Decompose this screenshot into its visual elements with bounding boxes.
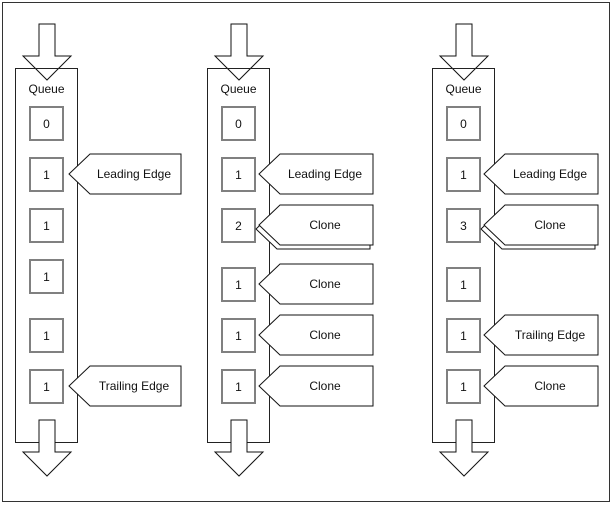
outflow-arrow-column-3 (434, 418, 494, 478)
callout-label: Clone (309, 379, 341, 393)
callout-leading-edge[interactable]: Leading Edge (483, 153, 599, 195)
queue-cell[interactable]: 0 (221, 106, 256, 141)
queue-cell[interactable]: 1 (29, 369, 64, 404)
callout-clone[interactable]: Clone (258, 314, 374, 356)
queue-label-column-2: Queue (220, 82, 257, 96)
cell-value: 1 (235, 328, 242, 343)
queue-cell[interactable]: 2 (221, 208, 256, 243)
cell-value: 1 (43, 167, 50, 182)
cell-value: 1 (43, 269, 50, 284)
queue-cell[interactable]: 1 (446, 369, 481, 404)
callout-clone[interactable]: Clone (258, 365, 374, 407)
queue-cell[interactable]: 1 (221, 157, 256, 192)
queue-cell[interactable]: 1 (446, 157, 481, 192)
cell-value: 1 (43, 379, 50, 394)
queue-cell[interactable]: 1 (29, 318, 64, 353)
callout-clone[interactable]: Clone (258, 263, 374, 305)
callout-label: Trailing Edge (98, 379, 170, 393)
callout-clone[interactable]: Clone (255, 204, 374, 250)
queue-cell[interactable]: 1 (221, 267, 256, 302)
cell-value: 1 (235, 277, 242, 292)
queue-cell[interactable]: 3 (446, 208, 481, 243)
cell-value: 1 (460, 328, 467, 343)
callout-clone[interactable]: Clone (483, 365, 599, 407)
callout-label: Clone (309, 277, 341, 291)
queue-label-column-3: Queue (445, 82, 482, 96)
cell-value: 2 (235, 218, 242, 233)
callout-label: Clone (534, 379, 566, 393)
queue-label-column-1: Queue (28, 82, 65, 96)
queue-cell[interactable]: 1 (446, 318, 481, 353)
callout-label: Leading Edge (512, 167, 588, 181)
cell-value: 1 (460, 167, 467, 182)
queue-cell[interactable]: 1 (29, 208, 64, 243)
outflow-arrow-column-2 (209, 418, 269, 478)
cell-value: 1 (235, 167, 242, 182)
callout-label: Leading Edge (287, 167, 363, 181)
cell-value: 0 (460, 116, 467, 131)
queue-cell[interactable]: 1 (29, 157, 64, 192)
cell-value: 1 (460, 379, 467, 394)
callout-label: Clone (309, 328, 341, 342)
queue-cell[interactable]: 0 (29, 106, 64, 141)
cell-value: 1 (43, 328, 50, 343)
cell-value: 1 (460, 277, 467, 292)
outflow-arrow-column-1 (17, 418, 77, 478)
callout-leading-edge[interactable]: Leading Edge (68, 153, 182, 195)
cell-value: 0 (43, 116, 50, 131)
cell-value: 1 (235, 379, 242, 394)
queue-cell[interactable]: 1 (221, 369, 256, 404)
queue-cell[interactable]: 1 (446, 267, 481, 302)
callout-label: Leading Edge (96, 167, 172, 181)
queue-cell[interactable]: 1 (29, 259, 64, 294)
callout-label: Clone (309, 218, 341, 232)
queue-cell[interactable]: 1 (221, 318, 256, 353)
cell-value: 3 (460, 218, 467, 233)
queue-cell[interactable]: 0 (446, 106, 481, 141)
callout-trailing-edge[interactable]: Trailing Edge (68, 365, 182, 407)
callout-label: Trailing Edge (514, 328, 586, 342)
cell-value: 1 (43, 218, 50, 233)
callout-leading-edge[interactable]: Leading Edge (258, 153, 374, 195)
callout-clone[interactable]: Clone (480, 204, 599, 250)
cell-value: 0 (235, 116, 242, 131)
callout-trailing-edge[interactable]: Trailing Edge (483, 314, 599, 356)
callout-label: Clone (534, 218, 566, 232)
